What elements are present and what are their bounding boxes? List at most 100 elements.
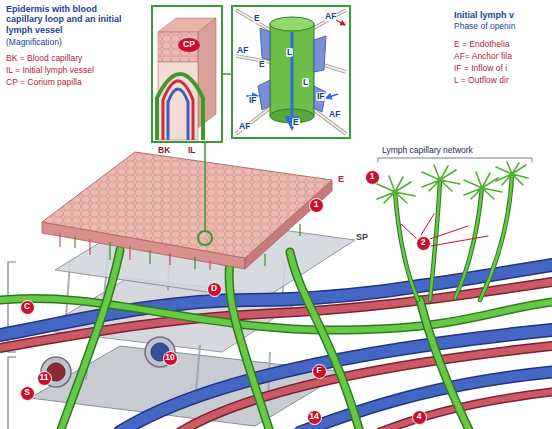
magnified-inset bbox=[152, 6, 232, 231]
layer-label: SP bbox=[356, 232, 368, 242]
lymph-vessels-part bbox=[290, 252, 360, 429]
lymph-capillary-network-part-part bbox=[395, 192, 418, 300]
lymph-vessel-inset-part bbox=[232, 6, 350, 138]
magnified-inset-part bbox=[204, 142, 206, 231]
epidermis-block-part-part bbox=[60, 233, 210, 270]
lymph-vessels-part bbox=[420, 300, 470, 429]
lymph-vessel-inset-part-part bbox=[314, 110, 346, 134]
blood-vessels-part bbox=[0, 265, 552, 335]
lymph-capillary-network-part-part bbox=[401, 224, 416, 238]
blood-vessels-part bbox=[0, 282, 552, 348]
magnified-inset-part bbox=[198, 18, 216, 128]
legend-entry: BK = Blood capillary bbox=[6, 54, 82, 64]
lymph-vessels-part bbox=[229, 262, 270, 429]
legend-text: BK = Blood capillary bbox=[6, 53, 82, 63]
lymph-vessel-inset-part-part bbox=[314, 36, 326, 72]
callout-text: D bbox=[211, 284, 217, 293]
lymph-capillary-network-part bbox=[395, 174, 512, 300]
part-abbreviation: IL bbox=[188, 146, 196, 155]
blood-vessels-part bbox=[120, 330, 552, 429]
magnified-inset-part bbox=[222, 73, 232, 75]
lymph-vessel-inset-part bbox=[326, 94, 338, 98]
magnified-inset-part bbox=[163, 81, 193, 140]
lymph-capillary-network-part-part bbox=[455, 188, 482, 298]
lymph-vessel-inset-part-part bbox=[314, 86, 326, 112]
lymph-capillary-network-part-part bbox=[430, 226, 468, 239]
lymph-vessel-inset-part bbox=[336, 20, 345, 25]
lymph-capillary-network-part-part bbox=[464, 172, 502, 199]
callout-number: 4 bbox=[412, 410, 427, 425]
callout-text: 10 bbox=[165, 353, 174, 362]
blood-vessels-part bbox=[180, 346, 552, 429]
part-abbreviation: IF bbox=[248, 96, 258, 105]
part-abbreviation: L bbox=[286, 48, 293, 57]
callout-text: 2 bbox=[421, 238, 426, 247]
heading-text: Epidermis with blood capillary loop and … bbox=[6, 4, 124, 35]
callout-number: S bbox=[20, 386, 35, 401]
legend-entry: CP = Corium papilla bbox=[6, 78, 82, 88]
part-abbreviation: AF bbox=[324, 12, 337, 21]
callout-text: 1 bbox=[314, 200, 319, 209]
lymph-capillary-network-part bbox=[377, 162, 528, 203]
callout-number: 1 bbox=[365, 170, 380, 185]
lymph-vessel-inset-part-part bbox=[236, 108, 270, 134]
legend-text: CP = Corium papilla bbox=[6, 77, 82, 87]
lymph-vessel-inset-part-part bbox=[314, 110, 346, 134]
part-abbreviation: E bbox=[292, 118, 300, 127]
part-abbreviation: AF bbox=[236, 46, 249, 55]
lymph-capillary-network-part bbox=[395, 174, 512, 300]
callout-number: 2 bbox=[416, 236, 431, 251]
lymph-capillary-network-part-part bbox=[496, 162, 528, 185]
lymph-capillary-network-part-part bbox=[431, 236, 488, 246]
legend-text: L = Outflow dir bbox=[454, 75, 509, 85]
lymph-vessel-inset-part bbox=[236, 10, 346, 134]
lymph-vessels bbox=[0, 250, 552, 429]
part-abbreviation: IF bbox=[316, 92, 326, 101]
blood-vessels-part bbox=[0, 265, 552, 335]
callout-number: C bbox=[20, 300, 35, 315]
lymph-vessels-part bbox=[60, 250, 120, 429]
legend-entry: L = Outflow dir bbox=[454, 76, 509, 86]
lymph-capillary-network bbox=[377, 158, 532, 300]
callout-text: 1 bbox=[370, 172, 375, 181]
blood-vessels bbox=[0, 265, 552, 429]
lymph-vessels-part bbox=[229, 262, 270, 429]
callout-text: CP bbox=[183, 40, 195, 49]
lymph-vessels-part bbox=[60, 250, 120, 429]
callout-text: 4 bbox=[417, 412, 422, 421]
callout-number: 11 bbox=[37, 371, 52, 386]
caption-text: (Magnification) bbox=[6, 38, 62, 48]
lymph-vessel-inset-part-part bbox=[314, 10, 346, 28]
papilla-marker: CP bbox=[178, 38, 200, 52]
lymph-capillary-network-part-part bbox=[421, 214, 434, 235]
region-label: Lymph capillary network bbox=[382, 146, 473, 156]
epidermis-block-part bbox=[198, 231, 212, 245]
lymph-vessels-part bbox=[0, 298, 552, 330]
legend-text: IL = Initial lymph vessel bbox=[6, 65, 94, 75]
magnified-inset-part bbox=[168, 89, 188, 140]
part-abbreviation: E bbox=[253, 14, 261, 23]
heading-text: Initial lymph v bbox=[454, 10, 514, 20]
part-abbreviation: BK bbox=[158, 146, 170, 155]
lymph-vessel-inset-part-part bbox=[236, 108, 270, 134]
legend-text: AF= Anchor fila bbox=[454, 51, 512, 61]
legend-entry: E = Endothelia bbox=[454, 40, 510, 50]
callout-number: 10 bbox=[163, 351, 178, 366]
legend-entry: IF = Inflow of i bbox=[454, 64, 507, 74]
lymph-vessel-inset bbox=[232, 6, 350, 138]
lymph-capillary-network-part-part bbox=[430, 180, 440, 300]
lymph-capillary-network-part bbox=[378, 158, 532, 162]
lymph-capillary-network-part-part bbox=[430, 180, 440, 300]
part-abbreviation: AF bbox=[238, 122, 251, 131]
magnified-inset: BK IL CP bbox=[152, 6, 222, 158]
blood-vessels-part bbox=[120, 330, 552, 429]
lymph-vessel-inset: EAFAFELLIFIFEAFAF bbox=[232, 6, 350, 138]
callout-number: D bbox=[207, 282, 222, 297]
layer-label: E bbox=[338, 174, 344, 184]
lymph-capillary-network-part-part bbox=[395, 192, 418, 300]
dermis-layers-part-part bbox=[196, 345, 200, 392]
magnified-inset-part bbox=[157, 74, 203, 140]
lymph-capillary-network-part bbox=[401, 214, 488, 246]
lymph-vessel-inset-part-part bbox=[314, 10, 346, 28]
